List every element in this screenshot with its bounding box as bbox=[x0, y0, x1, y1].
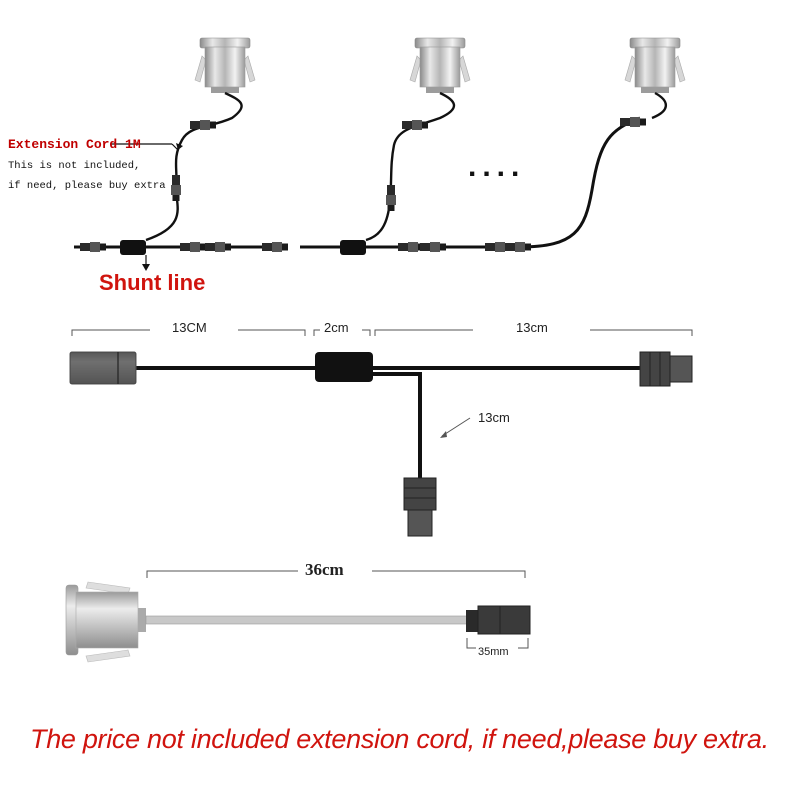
extension-cord-note-2: if need, please buy extra bbox=[8, 180, 166, 192]
light-cable bbox=[145, 615, 469, 625]
footer-note: The price not included extension cord, i… bbox=[30, 724, 769, 754]
middle-segment-length: 2cm bbox=[324, 320, 349, 335]
light-fixture-1 bbox=[145, 37, 256, 242]
connector-length-label: 35mm bbox=[478, 646, 509, 658]
right-male-plug bbox=[639, 351, 693, 387]
left-segment-length: 13CM bbox=[172, 320, 207, 335]
extension-cord-title: Extension Cord 1M bbox=[8, 137, 141, 152]
light-fixture-2 bbox=[365, 37, 471, 242]
shunt-box-1 bbox=[120, 240, 146, 255]
light-fixture-3 bbox=[620, 37, 686, 127]
single-light-assembly bbox=[65, 570, 531, 663]
shunt-cable bbox=[69, 351, 693, 537]
shunt-splitter-box bbox=[315, 352, 373, 382]
shunt-line-label: Shunt line bbox=[99, 270, 206, 295]
left-female-plug bbox=[69, 351, 137, 385]
connector-dimension-line bbox=[466, 638, 529, 649]
extension-cord-note-1: This is not included, bbox=[8, 160, 141, 172]
shunt-line-arrow bbox=[142, 255, 150, 271]
branch-length-arrow bbox=[440, 417, 471, 438]
bottom-male-plug bbox=[403, 477, 437, 537]
shunt-box-2 bbox=[340, 240, 366, 255]
right-segment-length: 13cm bbox=[516, 320, 548, 335]
light-chain bbox=[74, 37, 686, 271]
cable-length-label: 36cm bbox=[305, 560, 344, 579]
branch-segment-length: 13cm bbox=[478, 410, 510, 425]
side-spotlight bbox=[65, 581, 146, 663]
shunt-dimension-lines bbox=[71, 329, 693, 336]
light-end-connector bbox=[466, 605, 531, 635]
extension-cord-arrow bbox=[110, 143, 183, 151]
continuation-dots: .... bbox=[468, 150, 526, 183]
light-dimension-line bbox=[146, 570, 526, 578]
